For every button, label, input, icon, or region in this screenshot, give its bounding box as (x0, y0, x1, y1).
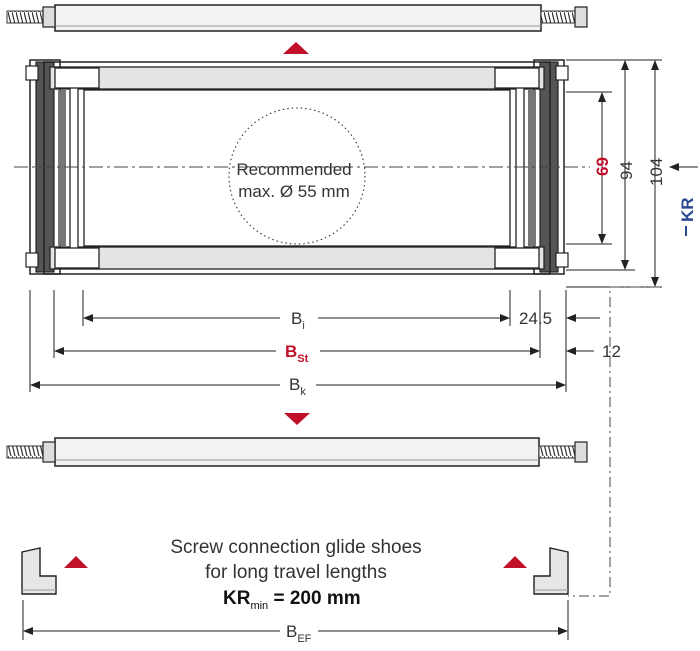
screw-top-left-icon (6, 6, 56, 28)
dim-104-label: 104 (647, 158, 666, 186)
arrow-down-bottom-icon (284, 413, 310, 425)
dim-94-label: 94 (617, 161, 636, 180)
dim-bi-label: Bi (291, 309, 305, 332)
dim-bk-label: Bk (289, 375, 306, 398)
arrow-up-right-shoe-icon (503, 556, 527, 568)
screw-bottom-left-icon (6, 441, 56, 463)
screw-bottom-right-icon (538, 441, 588, 463)
note-line1: Screw connection glide shoes (170, 537, 421, 558)
note-kr-min: KRmin = 200 mm (223, 588, 361, 612)
glide-shoe-left-icon (21, 547, 57, 595)
circle-label-line1: Recommended (236, 160, 351, 179)
recommended-cable-circle (228, 107, 366, 245)
kr-reference-line (568, 286, 660, 597)
horizontal-dimensions (29, 290, 600, 392)
dim-69-label: 69 (593, 157, 612, 176)
circle-label-line2: max. Ø 55 mm (238, 182, 349, 201)
arrow-up-left-shoe-icon (64, 556, 88, 568)
dim-bef-label: BEF (286, 622, 312, 645)
dim-12-label: 12 (602, 342, 621, 361)
chain-frame (25, 59, 569, 275)
note-line2: for long travel lengths (205, 562, 387, 583)
bottom-separator-bar (54, 437, 540, 467)
kr-label: KR (678, 197, 697, 222)
top-separator-bar (54, 4, 542, 32)
arrow-up-top-icon (283, 42, 309, 54)
screw-top-right-icon (540, 6, 588, 28)
glide-shoe-right-icon (533, 547, 569, 595)
dim-24-5-label: 24.5 (519, 309, 552, 328)
dim-bef (22, 600, 569, 640)
dim-bst-label: BSt (285, 342, 309, 365)
